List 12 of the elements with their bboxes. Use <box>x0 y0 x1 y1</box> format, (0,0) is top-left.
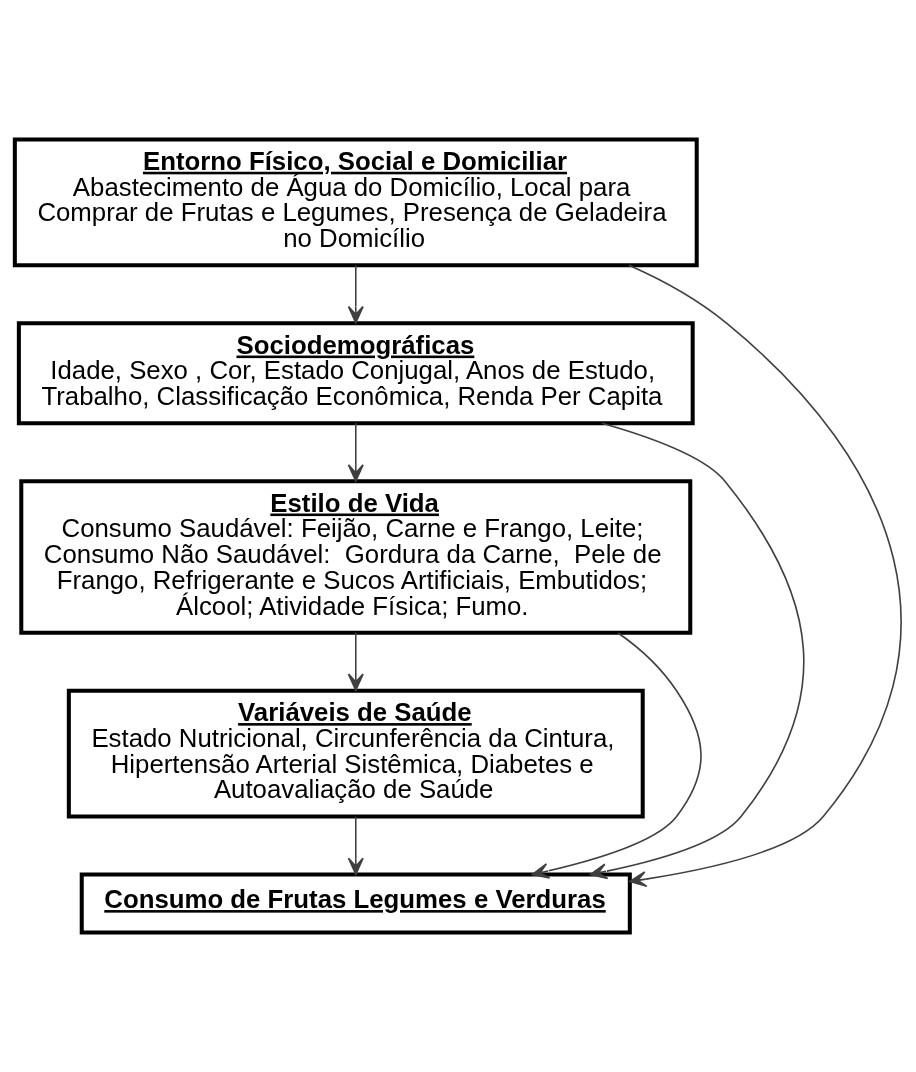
node-box: Entorno Físico, Social e Domiciliar Abastecimento de Água do Domicílio, Local para Comprar de Frutas e Legumes, Presença de Geladeira no Domicílio <box>12 137 699 268</box>
node-box: Estilo de Vida Consumo Saudável: Feijão, Carne e Frango, Leite; Consumo Não Saudável: Gordura da Carne, Pele de Frango, Refrigerante e Sucos Artificiais, Embutidos; Álcool; Atividade Física; Fumo. <box>19 479 693 635</box>
node-box: Sociodemográficas Idade, Sexo , Cor, Estado Conjugal, Anos de Estudo, Trabalho, Classificação Econômica, Renda Per Capita <box>16 321 695 426</box>
arrow <box>347 264 364 324</box>
arrow <box>347 815 364 876</box>
arrow <box>531 632 702 879</box>
arrow <box>628 264 902 888</box>
arrow <box>347 632 364 692</box>
node-box: Consumo de Frutas Legumes e Verduras <box>79 872 632 935</box>
arrow <box>589 422 805 880</box>
node-box: Variáveis de Saúde Estado Nutricional, Circunferência da Cintura, Hipertensão Arterial Sistêmica, Diabetes e Autoavaliação de Saúde <box>66 688 645 819</box>
arrow <box>347 422 364 482</box>
